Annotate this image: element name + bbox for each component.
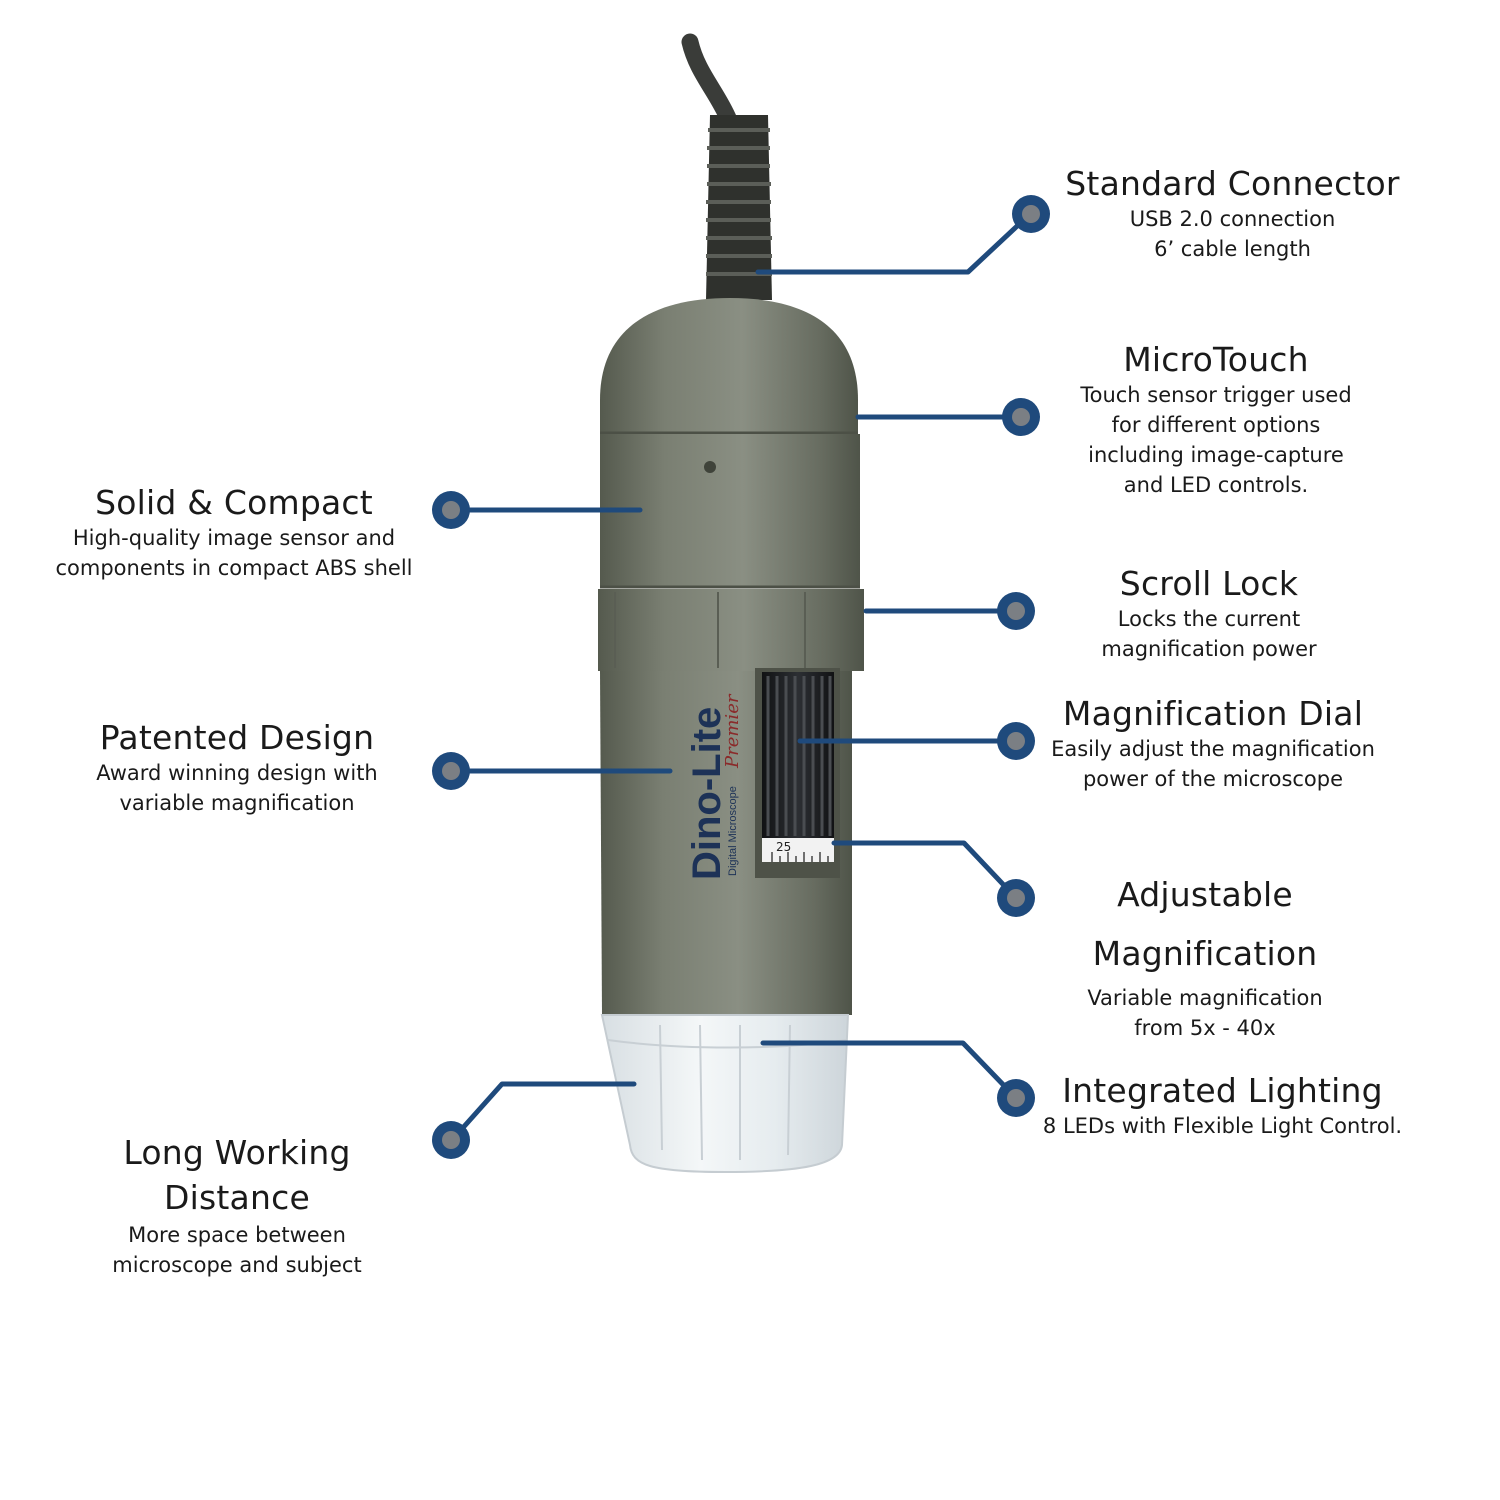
series-text: Premier [722, 693, 743, 769]
dial-scale-number: 25 [776, 840, 791, 854]
feature-description-line: for different options [1111, 413, 1321, 438]
feature-integrated-lighting: Integrated Lighting 8 LEDs with Flexible… [1040, 1071, 1405, 1141]
feature-title: Long Working Distance [123, 1133, 351, 1217]
model-line-text: Digital Microscope [727, 786, 739, 876]
feature-magnification-dial: Magnification Dial Easily adjust the mag… [1043, 694, 1383, 794]
feature-description: Touch sensor trigger used for different … [1061, 380, 1371, 500]
feature-title: Integrated Lighting [1062, 1071, 1383, 1110]
feature-description-line: components in compact ABS shell [55, 556, 413, 581]
feature-title: Scroll Lock [1119, 564, 1299, 603]
feature-long-working-distance: Long Working Distance More space between… [102, 1130, 372, 1280]
callout-dot-standard-connector [1012, 195, 1050, 233]
feature-standard-connector: Standard Connector USB 2.0 connection 6’… [1060, 164, 1405, 264]
upper-body [600, 434, 860, 586]
feature-title: Standard Connector [1065, 164, 1400, 203]
feature-description-line: More space between [128, 1223, 346, 1247]
feature-title: Adjustable Magnification [1092, 875, 1318, 973]
feature-description: Variable magnification from 5x - 40x [1070, 983, 1340, 1043]
brand-print: Dino-Lite Digital Microscope Premier [685, 693, 743, 880]
feature-scroll-lock: Scroll Lock Locks the current magnificat… [1064, 564, 1354, 664]
feature-title: MicroTouch [1123, 340, 1309, 379]
feature-description-line: and LED controls. [1123, 473, 1309, 498]
feature-description-line: including image-capture [1088, 443, 1344, 468]
feature-title: Magnification Dial [1062, 694, 1364, 733]
feature-adjustable-magnification: Adjustable Magnification Variable magnif… [1070, 865, 1340, 1043]
callout-dot-solid-compact [432, 491, 470, 529]
feature-description-line: power of the microscope [1082, 767, 1344, 792]
callout-dot-magnification-dial [997, 722, 1035, 760]
feature-microtouch: MicroTouch Touch sensor trigger used for… [1061, 340, 1371, 500]
callout-dot-scroll-lock [997, 592, 1035, 630]
callout-line-adjustable-magnification [831, 840, 1019, 901]
callout-line-integrated-lighting [760, 1040, 1019, 1101]
feature-solid-compact: Solid & Compact High-quality image senso… [44, 483, 424, 583]
feature-description-line: microscope and subject [112, 1253, 362, 1277]
feature-description-line: 8 LEDs with Flexible Light Control. [1042, 1114, 1403, 1139]
clear-lens-cap [600, 1014, 850, 1174]
callout-lines [449, 211, 1033, 1143]
feature-description-line: magnification power [1101, 637, 1317, 662]
feature-description: Easily adjust the magnification power of… [1043, 734, 1383, 794]
callout-dot-long-working-distance [432, 1121, 470, 1159]
feature-description-line: Locks the current [1117, 607, 1301, 632]
feature-description-line: variable magnification [119, 791, 355, 816]
feature-description-line: Variable magnification [1087, 986, 1323, 1010]
feature-description: USB 2.0 connection 6’ cable length [1060, 204, 1405, 264]
feature-description-line: Award winning design with [96, 761, 378, 786]
brand-logo-text: Dino-Lite [685, 707, 729, 880]
feature-description-line: Easily adjust the magnification [1051, 737, 1375, 762]
feature-title: Patented Design [99, 718, 375, 757]
feature-description: More space between microscope and subjec… [102, 1220, 372, 1280]
feature-patented-design: Patented Design Award winning design wit… [82, 718, 392, 818]
callout-dot-adjustable-magnification [997, 879, 1035, 917]
feature-description: High-quality image sensor and components… [44, 523, 424, 583]
feature-description-line: 6’ cable length [1154, 237, 1311, 262]
feature-description: Award winning design with variable magni… [82, 758, 392, 818]
feature-description-line: USB 2.0 connection [1129, 207, 1336, 232]
microtouch-sensor [704, 461, 716, 473]
top-cap [600, 298, 858, 432]
callout-dot-patented-design [432, 752, 470, 790]
feature-description: Locks the current magnification power [1064, 604, 1354, 664]
callout-line-long-working-distance [449, 1081, 637, 1143]
feature-title: Solid & Compact [95, 483, 373, 522]
callout-dot-integrated-lighting [997, 1079, 1035, 1117]
feature-description-line: from 5x - 40x [1134, 1016, 1276, 1040]
feature-description: 8 LEDs with Flexible Light Control. [1040, 1111, 1405, 1141]
strain-relief [706, 115, 772, 300]
callout-dot-microtouch [1002, 398, 1040, 436]
callout-line-standard-connector [755, 211, 1033, 275]
dial-scale [762, 838, 834, 862]
callout-dots [432, 195, 1050, 1159]
scroll-lock-collar [598, 589, 864, 671]
feature-description-line: High-quality image sensor and [72, 526, 396, 551]
feature-description-line: Touch sensor trigger used [1080, 383, 1352, 408]
